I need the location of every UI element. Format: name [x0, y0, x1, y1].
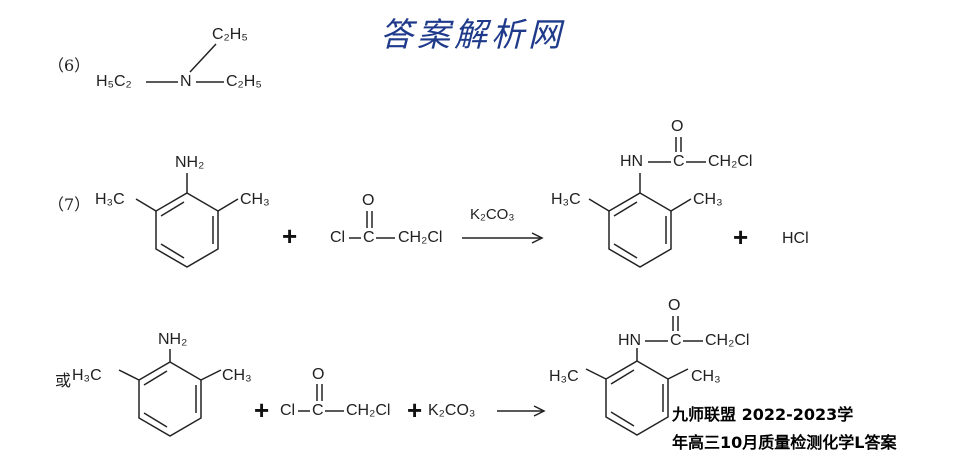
amine-group: NH₂	[175, 154, 205, 171]
product-oxygen: O	[671, 118, 684, 135]
alt-product-chloromethyl: CH₂Cl	[705, 332, 750, 349]
carbonyl-oxygen: O	[362, 192, 375, 209]
product-amide-nh: HN	[620, 153, 644, 170]
methyl-left: H₃C	[95, 191, 125, 208]
alt-product-methyl-left: H₃C	[549, 368, 579, 385]
watermark-title: 答案解析网	[380, 15, 565, 54]
alt-plus-sign-2: +	[407, 395, 423, 425]
reagent-chloromethyl: CH₂Cl	[398, 229, 443, 246]
product-methyl-right: CH₃	[693, 191, 723, 208]
reagent-chlorine: Cl	[330, 229, 346, 246]
alt-reagent-chlorine: Cl	[280, 402, 296, 419]
alt-amine-group: NH₂	[158, 331, 188, 348]
ethyl-top: C₂H₅	[212, 26, 248, 43]
product-methyl-left: H₃C	[551, 191, 581, 208]
question-6-label: （6）	[48, 56, 91, 75]
methyl-right: CH₃	[240, 191, 270, 208]
reagent-carbon: C	[363, 229, 375, 246]
plus-sign-2: +	[733, 222, 749, 252]
ethyl-right: C₂H₅	[226, 73, 262, 90]
alt-product-methyl-right: CH₃	[691, 368, 721, 385]
source-stamp-line2: 年高三10月质量检测化学L答案	[672, 430, 897, 456]
alt-product-carbon: C	[670, 332, 682, 349]
nitrogen-atom: N	[180, 73, 192, 90]
alt-base: K₂CO₃	[428, 402, 476, 419]
alt-plus-sign: +	[254, 395, 270, 425]
alt-prefix: 或	[55, 373, 72, 390]
ethyl-left: H₅C₂	[96, 73, 132, 90]
byproduct-hcl: HCl	[782, 230, 809, 247]
product-chloromethyl: CH₂Cl	[708, 153, 753, 170]
question-7-label: （7）	[48, 195, 91, 214]
alt-methyl-left: H₃C	[72, 367, 102, 384]
alt-methyl-right: CH₃	[222, 367, 252, 384]
source-stamp-line1: 九师联盟 2022-2023学	[672, 402, 854, 428]
catalyst-label: K₂CO₃	[470, 206, 515, 223]
alt-product-amide-nh: HN	[618, 332, 642, 349]
alt-reagent-carbon: C	[312, 402, 324, 419]
product-carbon: C	[673, 153, 685, 170]
alt-carbonyl-oxygen: O	[312, 366, 325, 383]
plus-sign: +	[282, 221, 298, 251]
alt-reagent-chloromethyl: CH₂Cl	[346, 402, 391, 419]
alt-product-oxygen: O	[668, 297, 681, 314]
